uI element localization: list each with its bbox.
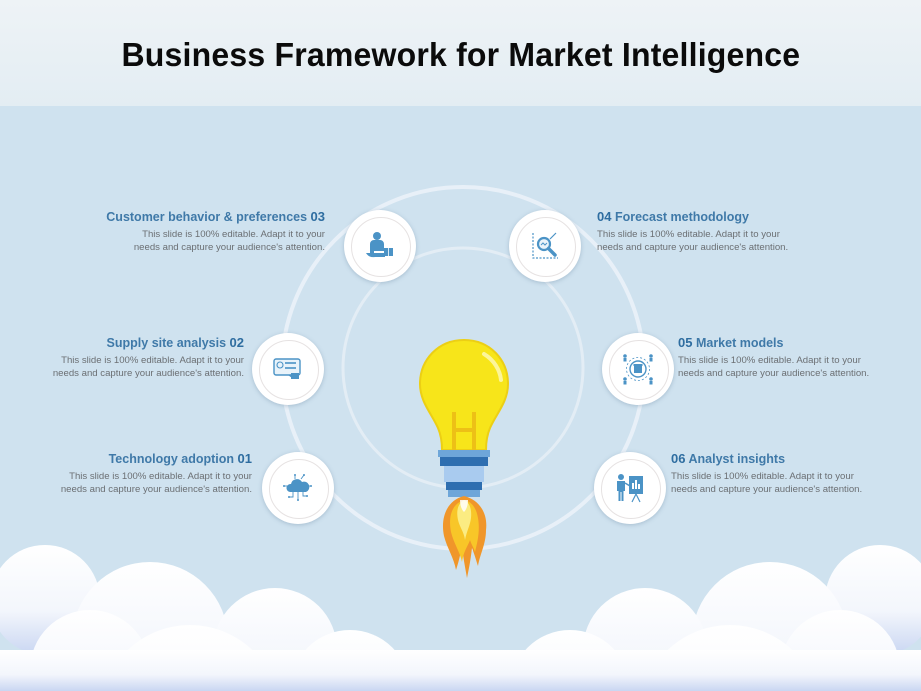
item-03-label: Customer behavior & preferences 03 This … [35, 209, 325, 254]
item-number: 02 [229, 335, 244, 350]
item-number: 03 [310, 209, 325, 224]
market-network-icon [623, 354, 653, 385]
item-description: This slide is 100% editable. Adapt it to… [133, 229, 325, 253]
item-number: 01 [237, 451, 252, 466]
item-title: Technology adoption [108, 452, 235, 466]
item-number: 06 [671, 451, 686, 466]
lightbulb-rocket-icon [418, 338, 510, 578]
item-01-label: Technology adoption 01 This slide is 100… [0, 451, 252, 496]
header-banner: Business Framework for Market Intelligen… [0, 0, 921, 106]
customer-package-icon [366, 232, 393, 258]
cloud-circuit-icon [283, 474, 312, 501]
node-06 [594, 452, 666, 524]
clouds-icon [0, 545, 921, 691]
item-04-label: 04 Forecast methodology This slide is 10… [597, 209, 887, 254]
item-description: This slide is 100% editable. Adapt it to… [597, 229, 789, 253]
item-number: 05 [678, 335, 693, 350]
web-analysis-click-icon [273, 358, 301, 379]
node-04 [509, 210, 581, 282]
node-02 [252, 333, 324, 405]
node-03 [344, 210, 416, 282]
item-description: This slide is 100% editable. Adapt it to… [671, 471, 863, 495]
item-description: This slide is 100% editable. Adapt it to… [678, 355, 870, 379]
item-number: 04 [597, 209, 612, 224]
item-description: This slide is 100% editable. Adapt it to… [60, 471, 252, 495]
item-title: Analyst insights [688, 452, 786, 466]
item-description: This slide is 100% editable. Adapt it to… [52, 355, 244, 379]
node-05 [602, 333, 674, 405]
item-title: Supply site analysis [106, 336, 227, 350]
chart-magnifier-icon [532, 232, 558, 259]
page-title: Business Framework for Market Intelligen… [121, 36, 800, 73]
item-06-label: 06 Analyst insights This slide is 100% e… [671, 451, 921, 496]
presenter-chart-icon [617, 474, 643, 503]
item-title: Market models [695, 336, 784, 350]
item-02-label: Supply site analysis 02 This slide is 10… [0, 335, 244, 380]
item-title: Forecast methodology [614, 210, 749, 224]
item-05-label: 05 Market models This slide is 100% edit… [678, 335, 921, 380]
item-title: Customer behavior & preferences [106, 210, 308, 224]
node-01 [262, 452, 334, 524]
